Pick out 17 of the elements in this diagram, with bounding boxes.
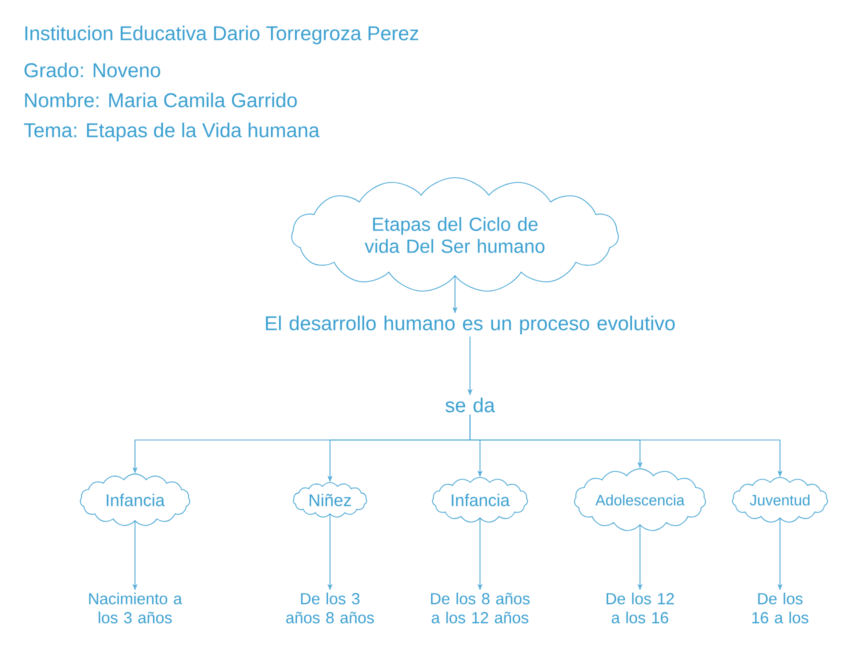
stage-cloud: Infancia: [432, 476, 528, 523]
header-text: Nombre: Maria Camila Garrido: [25, 92, 297, 108]
header-text: Tema: Etapas de la Vida humana: [24, 122, 320, 142]
connector-text: se da: [446, 398, 495, 412]
header-text: Institucion Educativa Dario Torregroza Perez: [25, 26, 418, 44]
stage-cloud: Infancia: [80, 474, 190, 526]
stage-cloud: Adolescencia: [574, 468, 706, 531]
stage-cloud: Juventud: [732, 476, 828, 523]
statement-text: El desarrollo humano es un proceso evolutivo: [266, 316, 675, 334]
age-range-text: De los 12 a los 16: [606, 592, 674, 624]
age-range-text: De los 3 años 8 años: [286, 592, 374, 624]
age-range-text: Nacimiento a los 3 años: [89, 592, 182, 624]
header-text: Grado: Noveno: [24, 62, 160, 78]
age-range-text: De los 16 a los: [752, 592, 808, 624]
cloud-bubble: Etapas del Ciclo de vida Del Ser humano: [291, 177, 619, 292]
stage-cloud: Niñez: [292, 482, 368, 518]
age-range-text: De los 8 años a los 12 años: [431, 592, 530, 624]
